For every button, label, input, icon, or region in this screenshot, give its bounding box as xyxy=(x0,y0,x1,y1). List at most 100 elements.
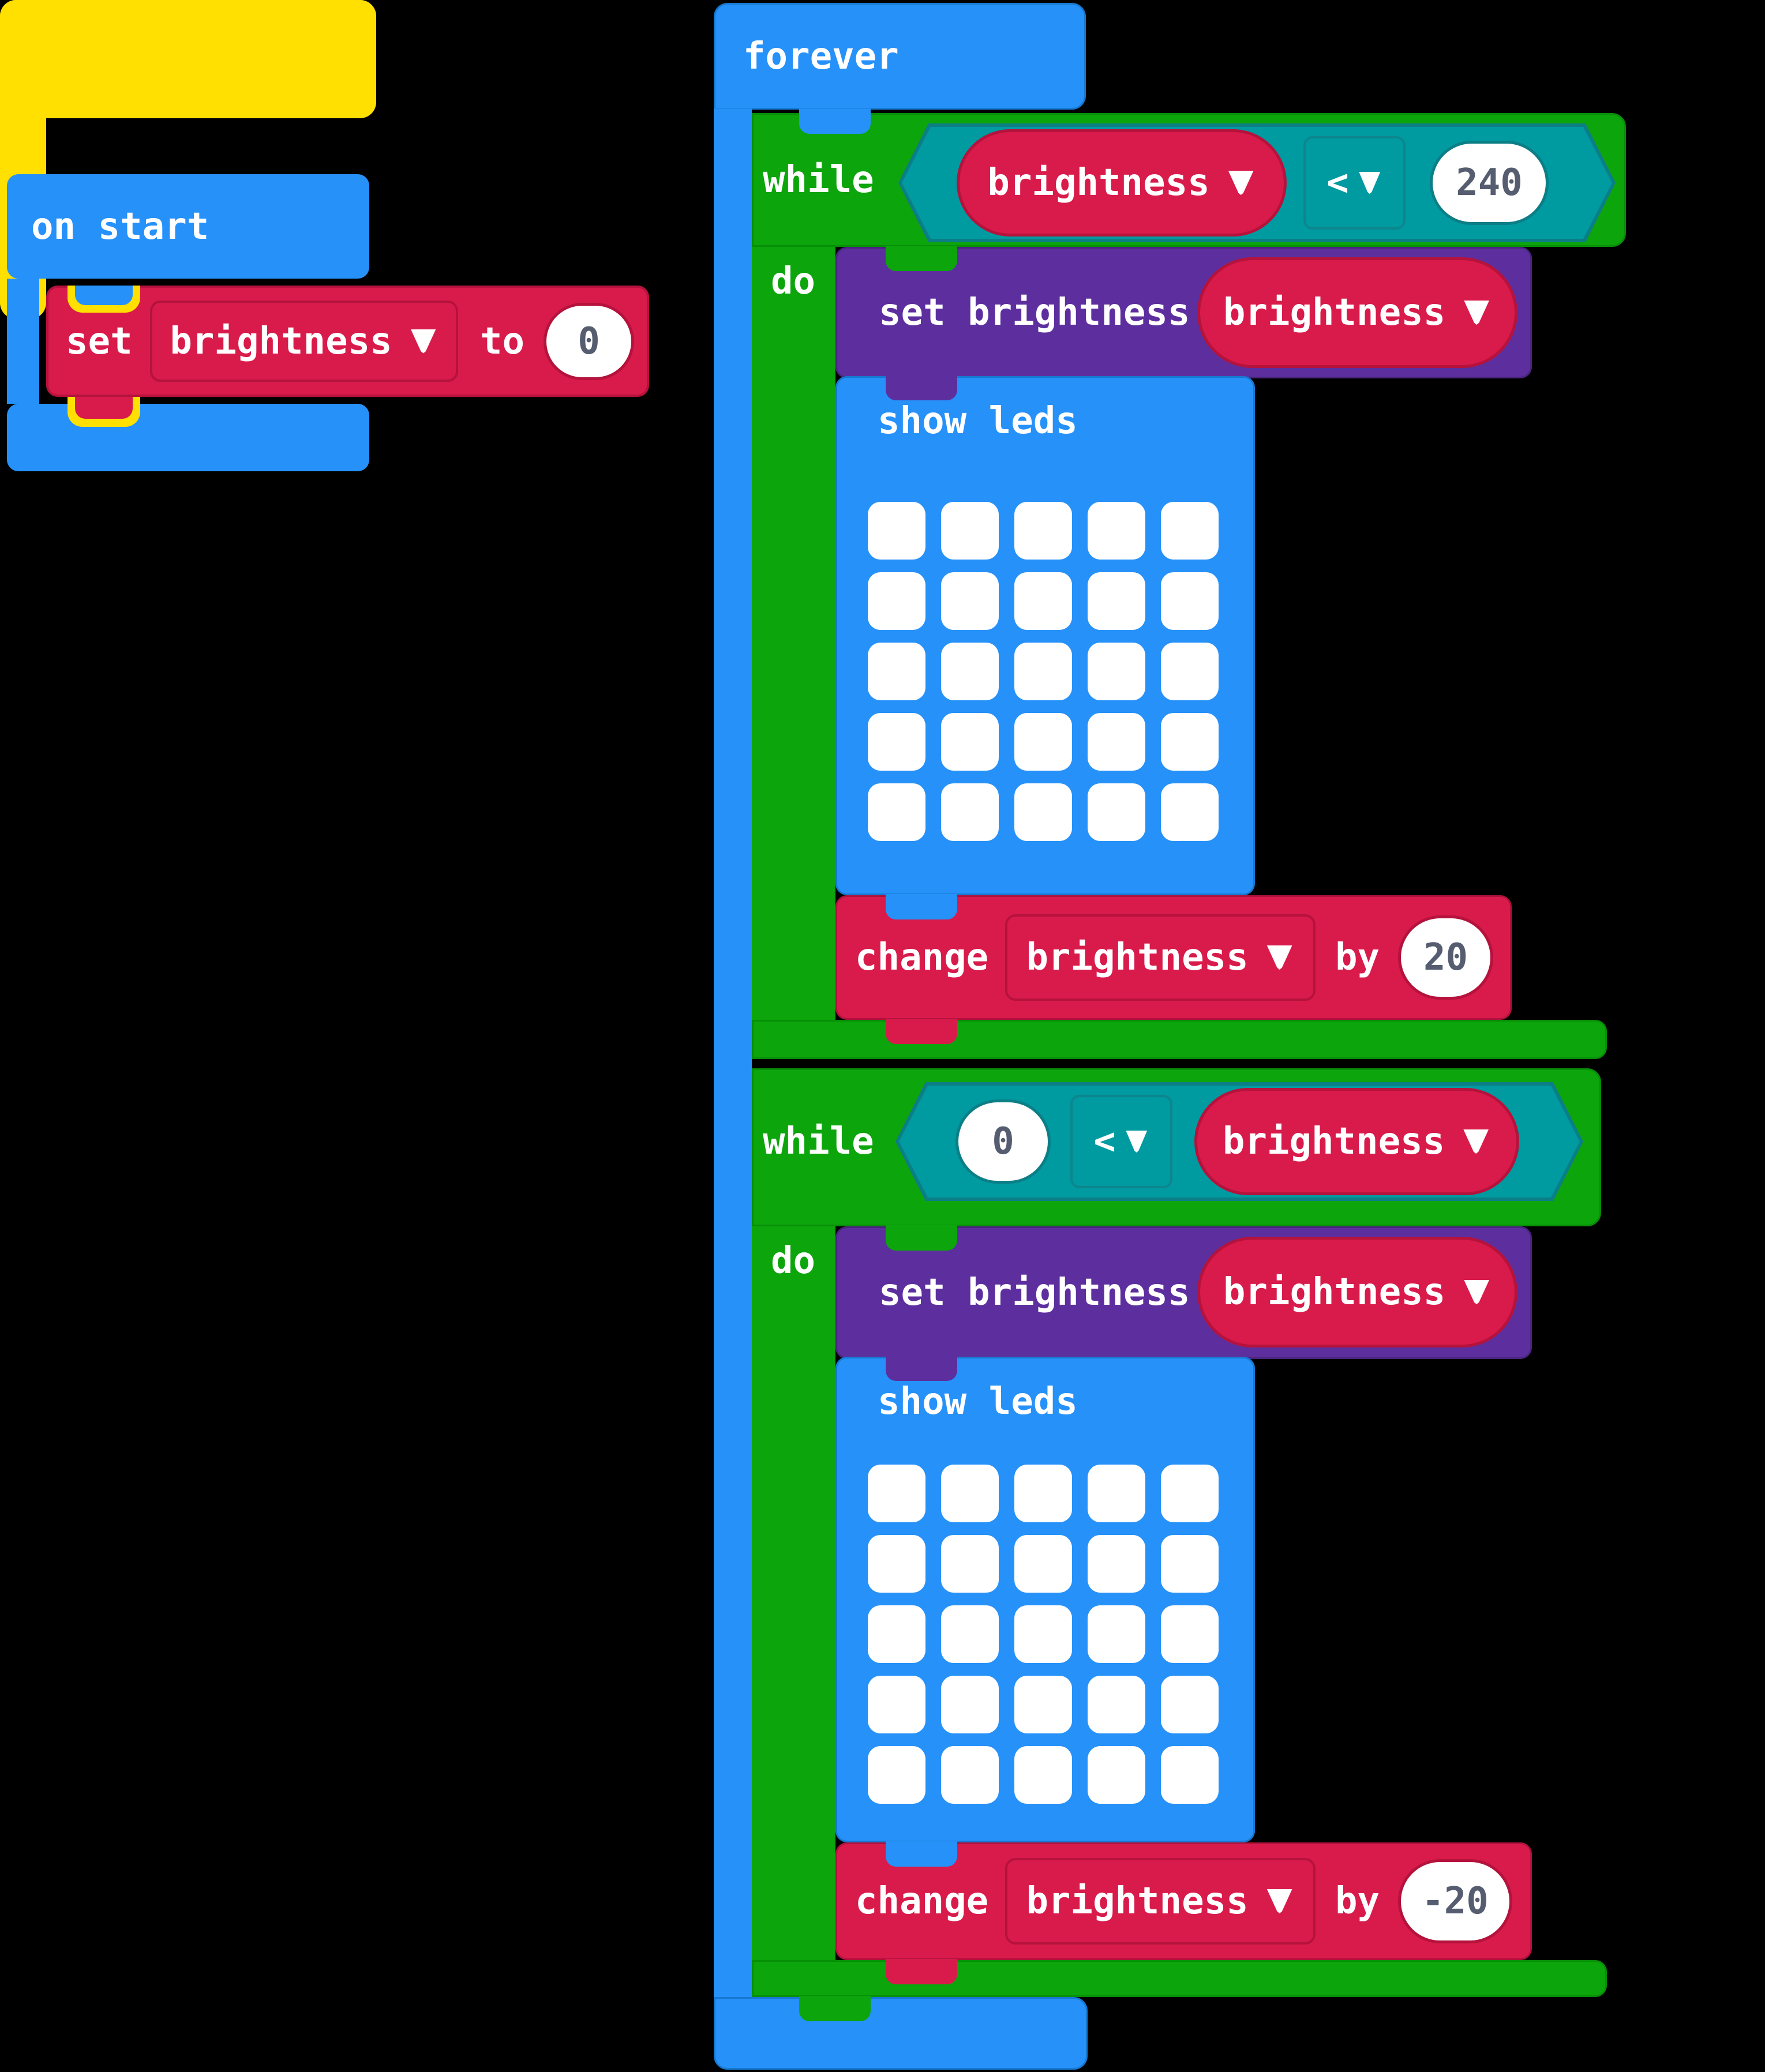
led-cell[interactable] xyxy=(1088,1535,1145,1593)
forever-block[interactable]: forever xyxy=(714,3,1086,110)
led-cell[interactable] xyxy=(1088,1676,1145,1733)
while-down-label: while xyxy=(763,1120,874,1163)
dropdown-caret-icon xyxy=(1464,301,1489,325)
led-cell[interactable] xyxy=(1014,713,1072,771)
forever-bottom-bar[interactable] xyxy=(714,1997,1088,2070)
number-value: 240 xyxy=(1456,162,1523,204)
led-cell[interactable] xyxy=(1014,783,1072,841)
led-cell[interactable] xyxy=(941,1676,999,1733)
variable-dropdown[interactable]: brightness xyxy=(1005,914,1316,1001)
change-label: change xyxy=(855,936,989,979)
led-cell[interactable] xyxy=(941,1746,999,1804)
variable-dropdown[interactable]: brightness xyxy=(1005,1858,1316,1945)
led-cell[interactable] xyxy=(1161,1746,1219,1804)
on-start-highlight-bottom xyxy=(0,0,376,89)
dropdown-caret-icon xyxy=(1464,1280,1489,1304)
led-cell[interactable] xyxy=(868,1676,925,1733)
on-start-block[interactable]: on start xyxy=(7,174,369,279)
number-input[interactable]: -20 xyxy=(1398,1859,1512,1943)
led-cell[interactable] xyxy=(868,1465,925,1522)
led-cell[interactable] xyxy=(868,713,925,771)
number-value: 20 xyxy=(1423,936,1468,979)
connector-tab xyxy=(886,246,957,271)
on-start-bottom-bar[interactable] xyxy=(7,404,369,471)
led-cell[interactable] xyxy=(1161,1676,1219,1733)
led-cell[interactable] xyxy=(868,1535,925,1593)
number-input[interactable]: 20 xyxy=(1398,915,1493,1000)
led-cell[interactable] xyxy=(1014,1535,1072,1593)
led-cell[interactable] xyxy=(1161,1605,1219,1663)
led-cell[interactable] xyxy=(1088,1605,1145,1663)
on-start-title: on start xyxy=(31,205,209,248)
led-cell[interactable] xyxy=(868,643,925,700)
number-value: 0 xyxy=(578,320,600,363)
led-cell[interactable] xyxy=(1014,1465,1072,1522)
while-down-spine[interactable] xyxy=(752,1226,835,1960)
show-leds-label: show leds xyxy=(878,400,1078,442)
number-value: -20 xyxy=(1422,1880,1489,1923)
led-cell[interactable] xyxy=(1014,1676,1072,1733)
number-input[interactable]: 240 xyxy=(1430,141,1549,225)
led-cell[interactable] xyxy=(1088,643,1145,700)
led-cell[interactable] xyxy=(941,572,999,630)
led-cell[interactable] xyxy=(868,1746,925,1804)
set-brightness-label: set brightness xyxy=(879,1271,1190,1314)
on-start-spine[interactable] xyxy=(7,279,39,404)
led-cell[interactable] xyxy=(941,643,999,700)
connector-tab xyxy=(886,1225,957,1251)
led-cell[interactable] xyxy=(1088,502,1145,560)
number-input[interactable]: 0 xyxy=(955,1099,1051,1184)
led-cell[interactable] xyxy=(941,1465,999,1522)
set-variable-block[interactable]: set brightness to 0 xyxy=(46,286,649,397)
led-cell[interactable] xyxy=(868,502,925,560)
show-leds-label: show leds xyxy=(878,1380,1078,1423)
variable-pill[interactable]: brightness xyxy=(1197,257,1517,368)
while-up-bottom-bar[interactable] xyxy=(752,1020,1607,1059)
while-down-bottom-bar[interactable] xyxy=(752,1960,1607,1997)
connector-tab xyxy=(886,1019,957,1044)
led-cell[interactable] xyxy=(1014,1605,1072,1663)
led-cell[interactable] xyxy=(1014,502,1072,560)
connector-tab xyxy=(886,1841,957,1867)
led-cell[interactable] xyxy=(1014,1746,1072,1804)
led-cell[interactable] xyxy=(1088,783,1145,841)
variable-dropdown-label: brightness xyxy=(1026,1880,1249,1923)
comparison-dropdown[interactable]: < xyxy=(1070,1095,1172,1188)
led-cell[interactable] xyxy=(941,783,999,841)
led-cell[interactable] xyxy=(1088,1746,1145,1804)
led-cell[interactable] xyxy=(1014,643,1072,700)
variable-pill[interactable]: brightness xyxy=(1194,1088,1519,1195)
variable-pill[interactable]: brightness xyxy=(957,129,1287,237)
connector-tab xyxy=(886,1959,957,1984)
while-up-spine[interactable] xyxy=(752,247,835,1020)
led-cell[interactable] xyxy=(868,572,925,630)
led-cell[interactable] xyxy=(1088,572,1145,630)
led-cell[interactable] xyxy=(1161,572,1219,630)
number-input[interactable]: 0 xyxy=(544,303,634,380)
comparison-op-label: < xyxy=(1326,162,1349,204)
led-cell[interactable] xyxy=(1161,713,1219,771)
led-cell[interactable] xyxy=(941,502,999,560)
led-cell[interactable] xyxy=(1088,713,1145,771)
led-cell[interactable] xyxy=(868,783,925,841)
led-cell[interactable] xyxy=(1161,1465,1219,1522)
led-cell[interactable] xyxy=(1161,783,1219,841)
connector-tab xyxy=(799,108,871,134)
show-leds-block-down[interactable]: show leds xyxy=(835,1357,1255,1842)
led-cell[interactable] xyxy=(941,1605,999,1663)
led-cell[interactable] xyxy=(868,1605,925,1663)
led-cell[interactable] xyxy=(1161,502,1219,560)
led-cell[interactable] xyxy=(1088,1465,1145,1522)
led-cell[interactable] xyxy=(941,1535,999,1593)
variable-dropdown[interactable]: brightness xyxy=(150,301,458,382)
led-cell[interactable] xyxy=(1161,1535,1219,1593)
forever-spine[interactable] xyxy=(714,108,752,1997)
led-cell[interactable] xyxy=(1014,572,1072,630)
comparison-dropdown[interactable]: < xyxy=(1303,136,1406,230)
show-leds-block-up[interactable]: show leds xyxy=(835,376,1255,895)
led-grid xyxy=(868,502,1219,841)
variable-pill[interactable]: brightness xyxy=(1197,1237,1517,1347)
led-cell[interactable] xyxy=(941,713,999,771)
led-cell[interactable] xyxy=(1161,643,1219,700)
